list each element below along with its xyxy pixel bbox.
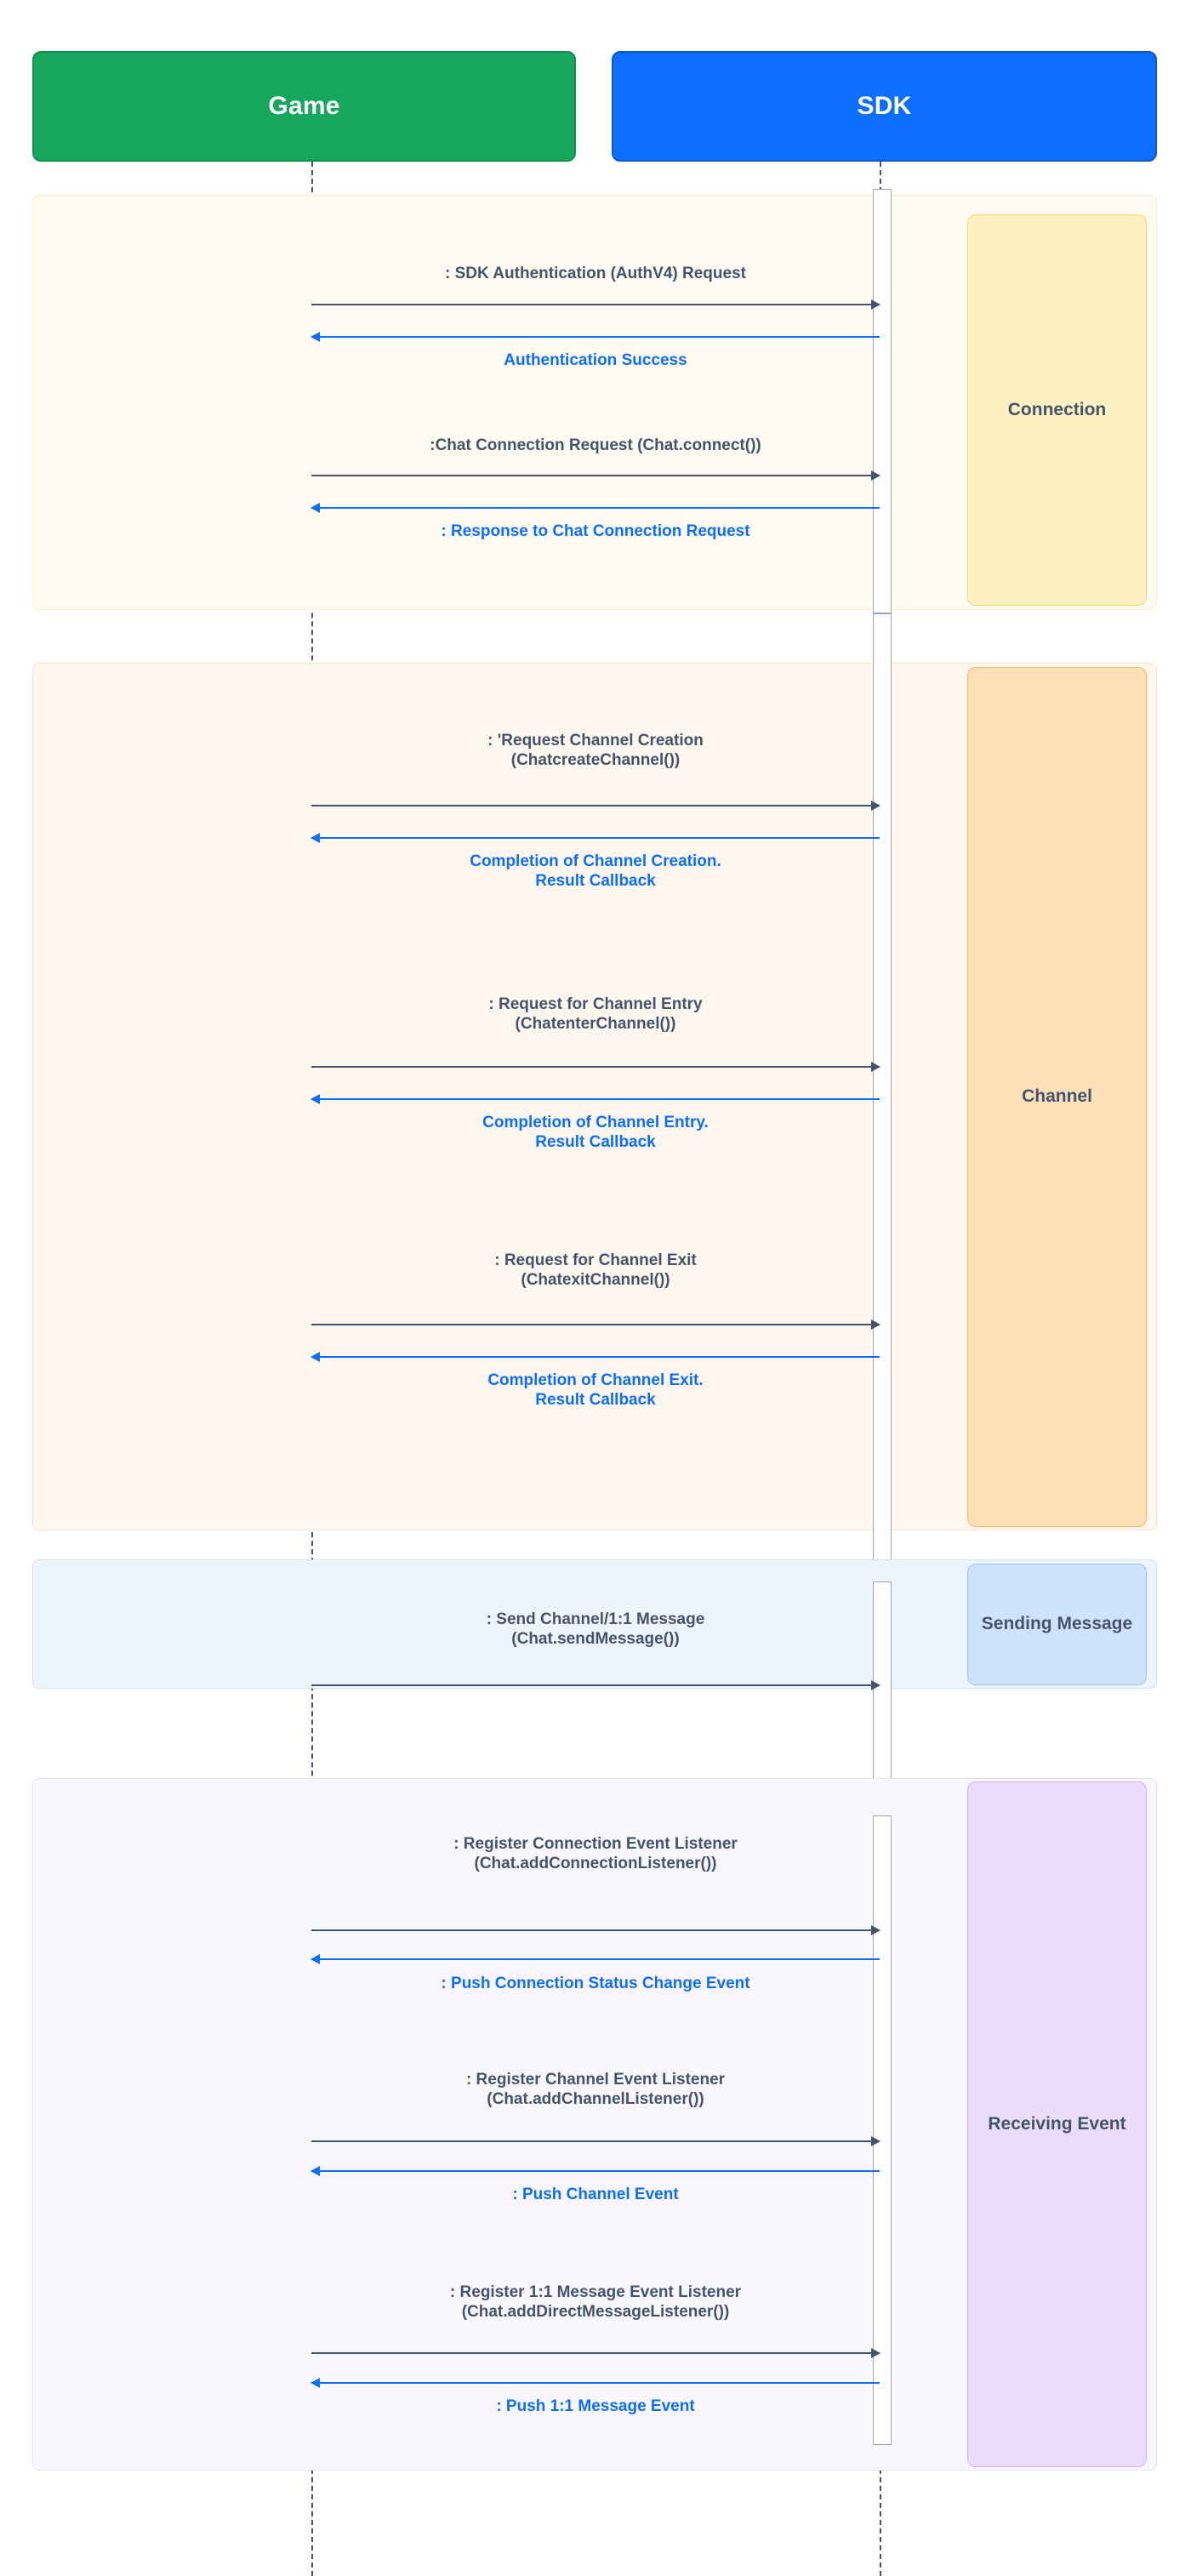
message-label-completion-channel-exit: Completion of Channel Exit. Result Callb… (487, 1371, 704, 1410)
message-label-send-message: : Send Channel/1:1 Message (Chat.sendMes… (486, 1610, 705, 1649)
actor-label-game: Game (268, 92, 340, 120)
activation-bar-receiving-event (873, 1815, 892, 2445)
arrowhead-icon (871, 1062, 880, 1072)
message-arrow-sdk-authentication-request (311, 299, 880, 310)
message-arrow-authentication-success (311, 332, 880, 342)
message-label-sdk-authentication-request: : SDK Authentication (AuthV4) Request (445, 265, 746, 282)
message-label-completion-channel-entry: Completion of Channel Entry. Result Call… (482, 1114, 709, 1152)
arrowhead-icon (311, 1352, 320, 1362)
message-label-push-direct-message-event: : Push 1:1 Message Event (496, 2397, 695, 2415)
message-arrow-request-channel-creation (311, 801, 880, 811)
note-sending-message: Sending Message (967, 1564, 1147, 1685)
message-label-register-connection-listener: : Register Connection Event Listener (Ch… (453, 1835, 738, 1873)
message-label-request-channel-entry: : Request for Channel Entry (ChatenterCh… (488, 995, 703, 1034)
message-arrow-chat-connection-response (311, 503, 880, 513)
note-label-sending-message: Sending Message (981, 1614, 1133, 1634)
message-arrow-push-channel-event (311, 2166, 880, 2176)
message-arrow-send-message (311, 1680, 880, 1690)
arrowhead-icon (871, 1680, 880, 1690)
arrowhead-icon (311, 1954, 320, 1964)
message-label-authentication-success: Authentication Success (504, 351, 687, 369)
message-arrow-chat-connection-request (311, 470, 880, 481)
arrowhead-icon (871, 2348, 880, 2358)
arrowhead-icon (871, 2136, 880, 2146)
arrowhead-icon (311, 332, 320, 342)
message-arrow-completion-channel-creation (311, 833, 880, 843)
note-label-receiving-event: Receiving Event (988, 2113, 1126, 2134)
message-arrow-push-direct-message-event (311, 2378, 880, 2388)
arrowhead-icon (311, 2166, 320, 2176)
message-label-push-connection-status: : Push Connection Status Change Event (441, 1975, 750, 1992)
arrowhead-icon (311, 503, 320, 513)
message-arrow-completion-channel-entry (311, 1094, 880, 1104)
note-label-connection: Connection (1007, 399, 1107, 419)
arrowhead-icon (871, 1319, 880, 1330)
message-arrow-register-channel-listener (311, 2136, 880, 2146)
message-arrow-register-connection-listener (311, 1925, 880, 1935)
note-label-channel: Channel (1022, 1086, 1092, 1107)
actor-box-game[interactable]: Game (32, 51, 576, 162)
activation-bar-connection (873, 189, 892, 613)
note-receiving-event: Receiving Event (967, 1781, 1147, 2467)
note-connection: Connection (967, 214, 1147, 606)
message-label-completion-channel-creation: Completion of Channel Creation. Result C… (470, 852, 721, 891)
message-arrow-request-channel-exit (311, 1319, 880, 1330)
actor-label-sdk: SDK (857, 92, 912, 120)
message-label-register-channel-listener: : Register Channel Event Listener (Chat.… (465, 2071, 726, 2109)
message-label-register-direct-message-listener: : Register 1:1 Message Event Listener (C… (449, 2283, 742, 2322)
arrowhead-icon (311, 833, 320, 843)
arrowhead-icon (871, 299, 880, 310)
message-arrow-register-direct-message-listener (311, 2348, 880, 2358)
message-label-push-channel-event: : Push Channel Event (512, 2186, 679, 2203)
actor-box-sdk[interactable]: SDK (612, 51, 1157, 162)
arrowhead-icon (871, 1925, 880, 1935)
message-label-request-channel-creation: : 'Request Channel Creation (ChatcreateC… (487, 732, 704, 770)
note-channel: Channel (967, 667, 1147, 1527)
arrowhead-icon (871, 470, 880, 481)
message-arrow-push-connection-status (311, 1954, 880, 1964)
arrowhead-icon (311, 2378, 320, 2388)
message-label-chat-connection-request: :Chat Connection Request (Chat.connect()… (430, 436, 761, 454)
message-arrow-completion-channel-exit (311, 1352, 880, 1362)
arrowhead-icon (311, 1094, 320, 1104)
arrowhead-icon (871, 801, 880, 811)
message-label-request-channel-exit: : Request for Channel Exit (ChatexitChan… (494, 1251, 697, 1290)
message-label-chat-connection-response: : Response to Chat Connection Request (441, 522, 750, 540)
message-arrow-request-channel-entry (311, 1062, 880, 1072)
